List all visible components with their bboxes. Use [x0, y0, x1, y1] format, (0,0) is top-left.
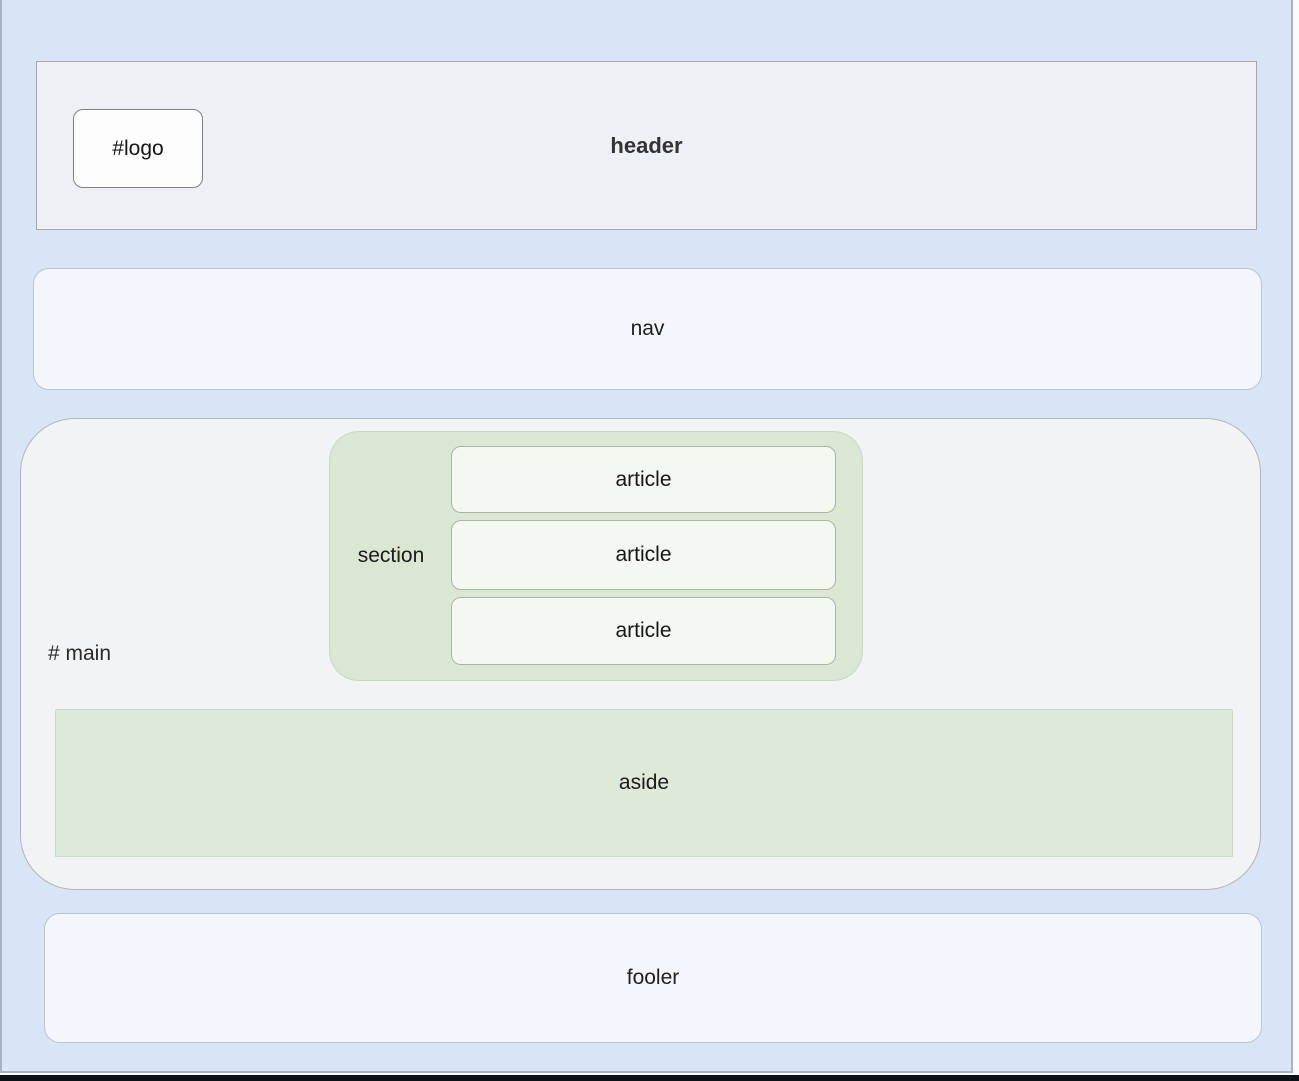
- nav-label: nav: [630, 317, 665, 340]
- aside-region: aside: [55, 709, 1233, 857]
- article-label: article: [615, 467, 672, 491]
- article-label: article: [615, 543, 672, 566]
- main-label: # main: [48, 642, 112, 665]
- article-label: article: [615, 619, 672, 642]
- aside-label: aside: [618, 771, 670, 794]
- header-label: header: [610, 132, 683, 158]
- nav-region: nav: [33, 268, 1262, 390]
- window-bottom-edge: [0, 1075, 1299, 1081]
- section-region: section article article article: [329, 431, 863, 681]
- section-label: section: [357, 544, 425, 567]
- article-card: article: [451, 597, 836, 665]
- article-list: article article article: [451, 446, 836, 665]
- footer-region: fooler: [44, 913, 1262, 1043]
- header-region: #logo header: [36, 61, 1257, 230]
- main-region: # main section article article article a…: [20, 418, 1261, 890]
- article-card: article: [451, 520, 836, 590]
- logo-label: #logo: [112, 136, 164, 160]
- logo-placeholder: #logo: [73, 109, 203, 188]
- footer-label: fooler: [626, 966, 680, 989]
- article-card: article: [451, 446, 836, 513]
